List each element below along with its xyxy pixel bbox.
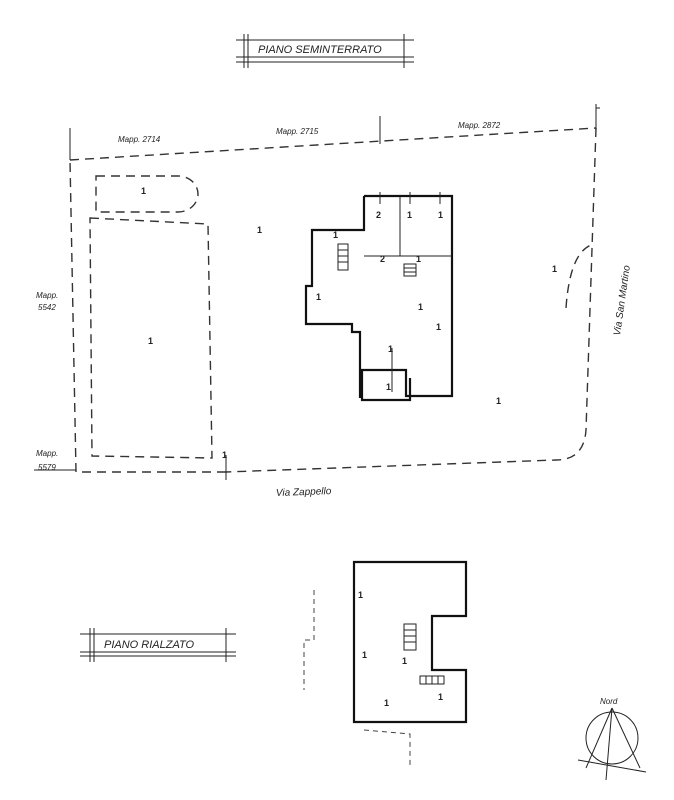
title-seminterrato-text: PIANO SEMINTERRATO bbox=[258, 44, 382, 56]
parcel-mapp-2714: Mapp. 2714 bbox=[118, 135, 161, 144]
parcel-mapp-2715: Mapp. 2715 bbox=[276, 127, 319, 136]
north-arrow-icon: Nord bbox=[577, 697, 647, 781]
garden-area bbox=[89, 217, 213, 459]
north-label: Nord bbox=[600, 697, 618, 706]
title-rialzato-text: PIANO RIALZATO bbox=[104, 639, 195, 651]
rounded-enclosure bbox=[95, 175, 199, 213]
mark-west: 1 bbox=[316, 292, 321, 302]
title-seminterrato: PIANO SEMINTERRATO bbox=[236, 34, 414, 68]
street-via-zappello: Via Zappello bbox=[276, 486, 332, 499]
mark-rialzato-e: 1 bbox=[384, 698, 389, 708]
mark-rialzato-b: 1 bbox=[362, 650, 367, 660]
building-rialzato: 1 1 1 1 1 bbox=[303, 560, 468, 766]
mark-rialzato-d: 1 bbox=[438, 692, 443, 702]
mark-east-2: 1 bbox=[436, 322, 441, 332]
mark-site: 1 bbox=[257, 225, 262, 235]
mark-south: 1 bbox=[388, 344, 393, 354]
street-via-san-martino: Via San Martino bbox=[612, 264, 633, 336]
building-seminterrato bbox=[304, 192, 454, 402]
mark-corridor: 2 bbox=[380, 254, 385, 264]
parcel-mapp-5579-line2: 5579 bbox=[38, 463, 56, 472]
mark-stair: 1 bbox=[333, 230, 338, 240]
parcel-mapp-5542-line1: Mapp. bbox=[36, 291, 58, 300]
mark-rialzato-a: 1 bbox=[358, 590, 363, 600]
mark-rialzato-c: 1 bbox=[402, 656, 407, 666]
mark-room-a: 2 bbox=[376, 210, 381, 220]
mark-room-c: 1 bbox=[438, 210, 443, 220]
site-boundary bbox=[34, 104, 600, 480]
mark-gate: 1 bbox=[222, 450, 227, 460]
title-rialzato: PIANO RIALZATO bbox=[80, 628, 236, 662]
parcel-mapp-5542-line2: 5542 bbox=[38, 303, 56, 312]
mark-san-martino: 1 bbox=[552, 264, 557, 274]
parcel-mapp-2872: Mapp. 2872 bbox=[458, 121, 501, 130]
parcel-mapp-5579-line1: Mapp. bbox=[36, 449, 58, 458]
area-marks: 1 1 1 1 1 1 2 1 1 1 2 1 1 1 1 1 1 bbox=[141, 186, 557, 460]
mark-courtyard: 1 bbox=[496, 396, 501, 406]
mark-enclosure: 1 bbox=[141, 186, 146, 196]
mark-south-2: 1 bbox=[386, 382, 391, 392]
mark-east: 1 bbox=[418, 302, 423, 312]
mark-room-b: 1 bbox=[407, 210, 412, 220]
mark-garden: 1 bbox=[148, 336, 153, 346]
mark-hall: 1 bbox=[416, 254, 421, 264]
